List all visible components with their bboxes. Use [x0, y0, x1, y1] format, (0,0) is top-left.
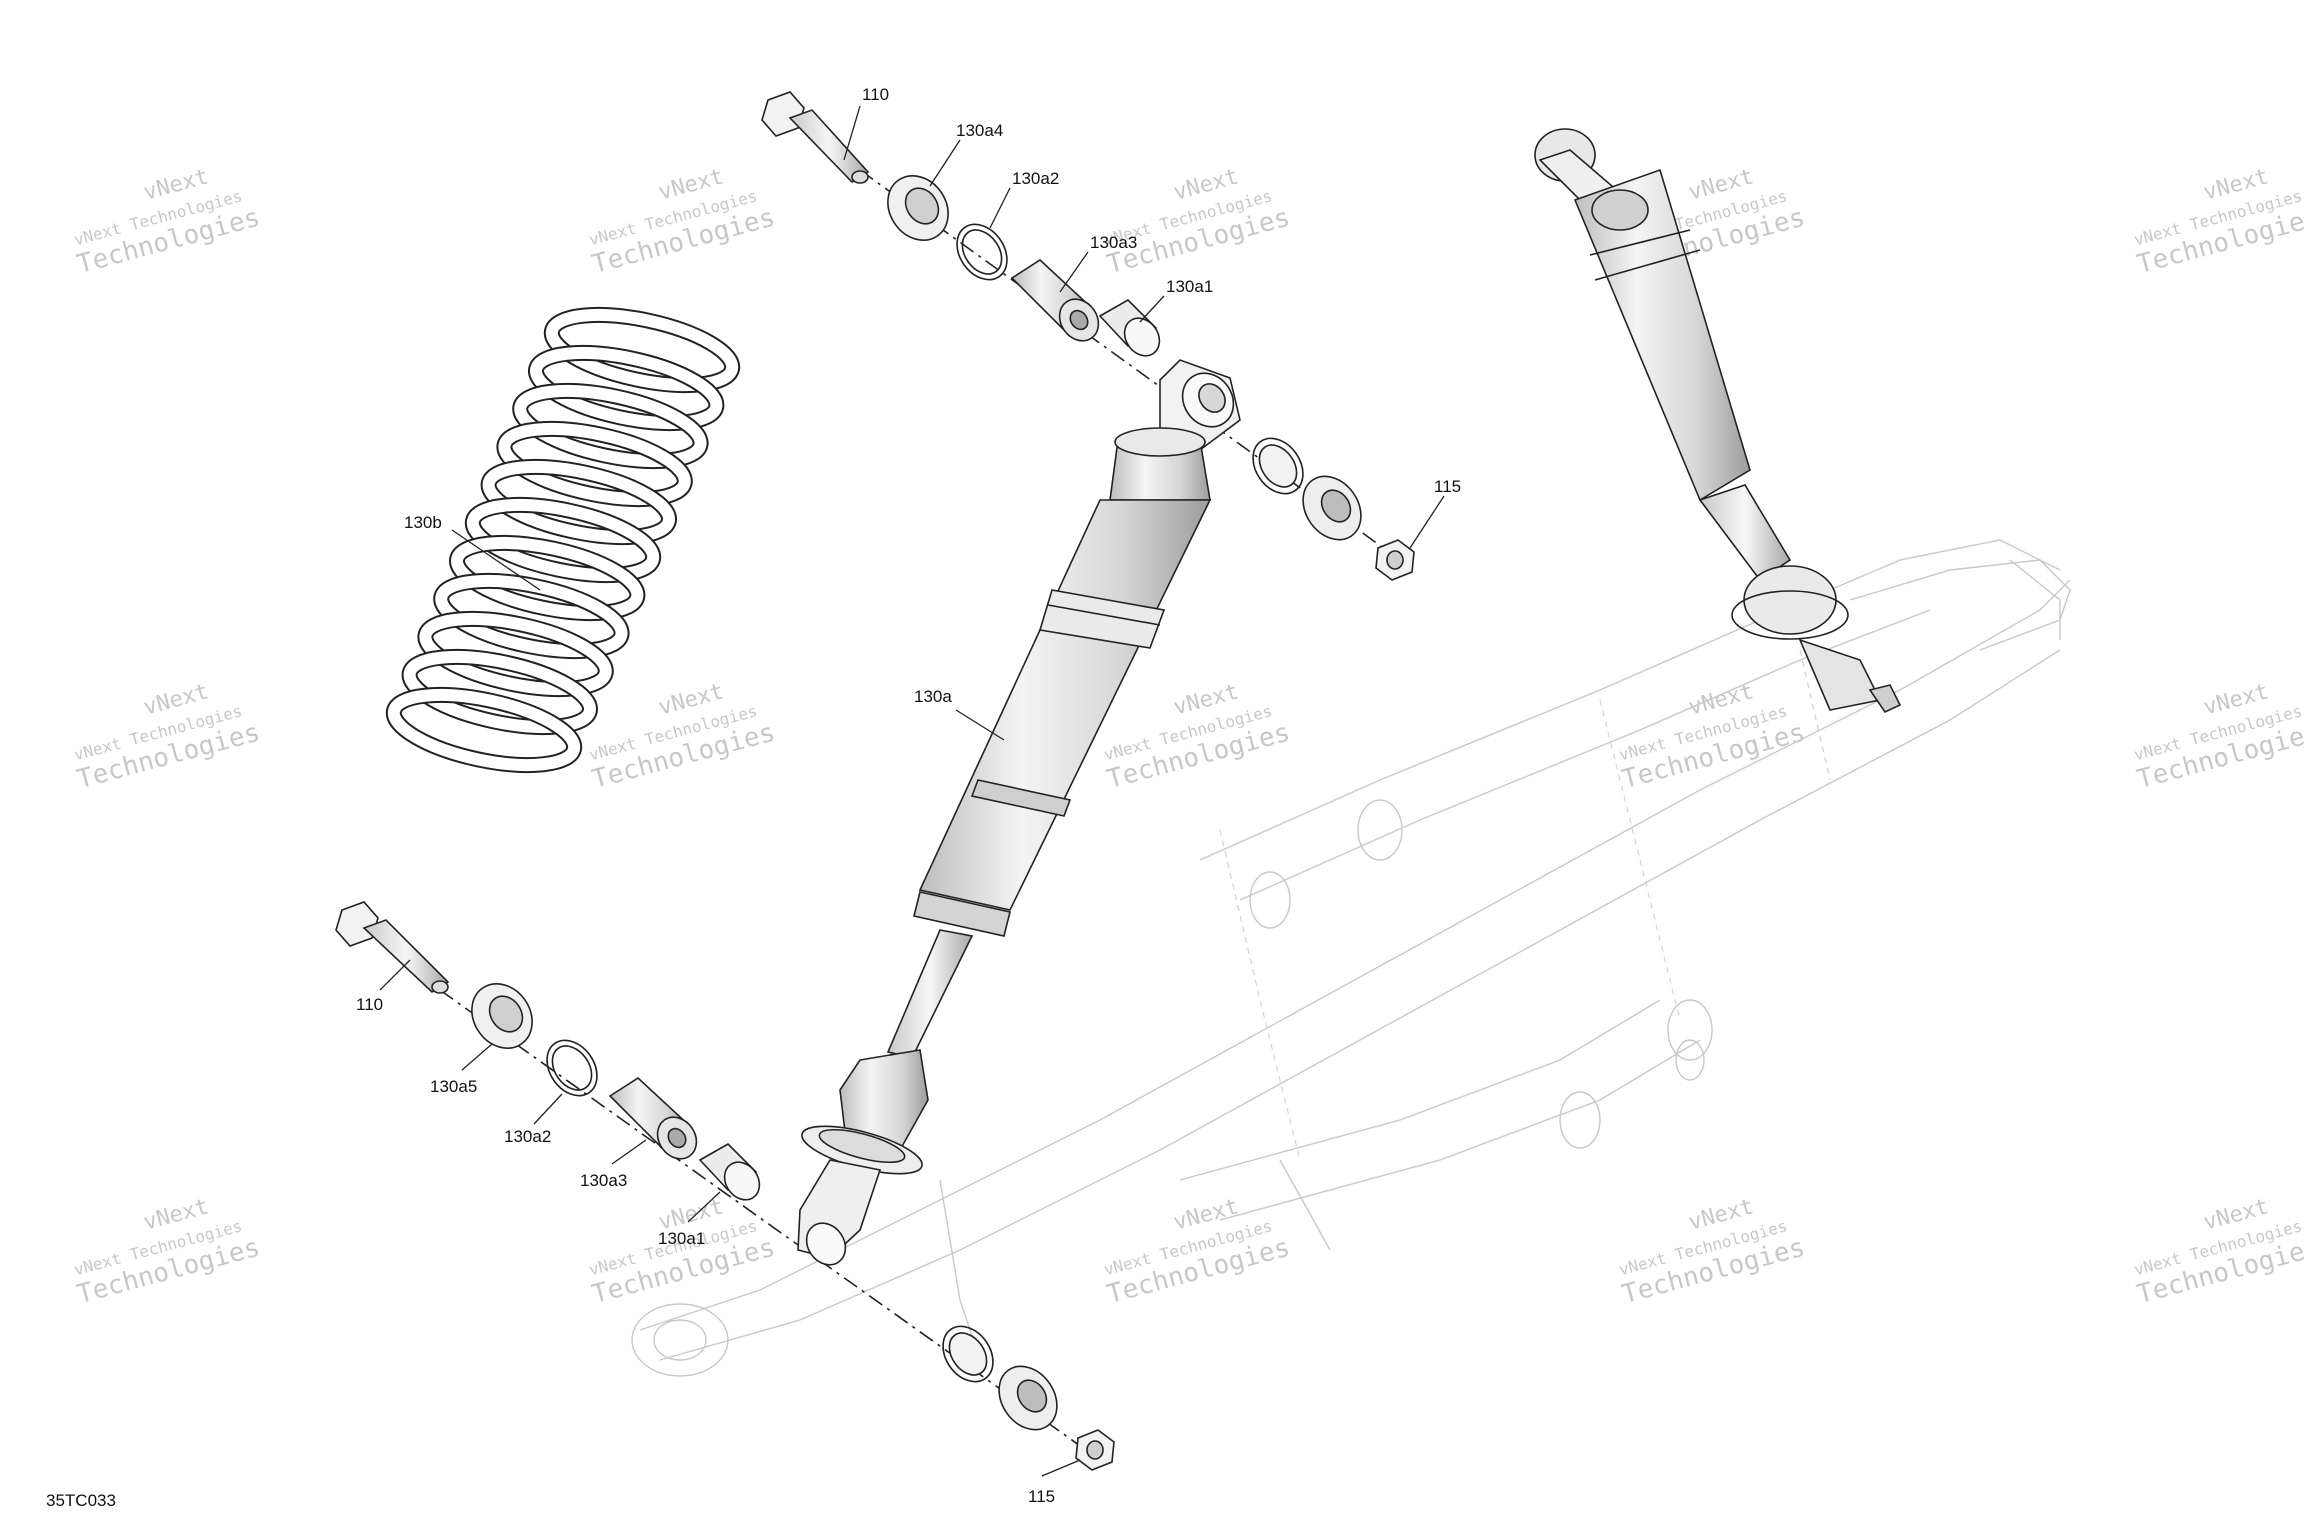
spring-coil-face [419, 612, 612, 696]
top-bolt-110 [761, 91, 870, 184]
spring-coil-face [387, 688, 581, 772]
callout-bearing-bottom: 130a1 [658, 1229, 705, 1248]
spring-coil-face [435, 574, 628, 658]
shock-absorber-130a [797, 359, 1241, 1266]
bottom-outer-bearing [998, 1365, 1058, 1431]
spring-coil-face [514, 384, 707, 468]
top-washer-130a2 [956, 223, 1008, 281]
bottom-bearing-130a1 [698, 1143, 761, 1201]
spring-coil-face [545, 308, 739, 392]
bottom-seal-ring [942, 1325, 994, 1383]
spring-coil-face [482, 460, 676, 544]
callout-spacer-top: 130a3 [1090, 233, 1137, 252]
callout-bearing-top: 130a1 [1166, 277, 1213, 296]
callout-nut-top: 115 [1434, 477, 1461, 496]
top-bearing-130a1 [1098, 299, 1161, 357]
spring-coil-face [466, 498, 660, 582]
leader-lines [379, 105, 1445, 1477]
callout-bushing-cap-top: 130a4 [956, 121, 1003, 140]
top-bushing-cap-130a4 [887, 175, 949, 241]
callout-spring: 130b [404, 513, 442, 532]
bottom-spacer-130a3 [608, 1076, 698, 1160]
spring-coil-face [498, 422, 691, 506]
top-spacer-130a3 [1010, 258, 1100, 342]
bottom-nut-115 [1075, 1429, 1115, 1471]
callout-nut-bottom: 115 [1028, 1487, 1055, 1506]
bottom-washer-130a2 [546, 1039, 598, 1097]
bottom-assembly-axis [439, 989, 1101, 1461]
top-seal-ring [1252, 437, 1304, 495]
spring-coil-face [450, 536, 644, 620]
top-outer-bearing [1302, 475, 1362, 541]
callout-shock-body: 130a [914, 687, 952, 706]
coil-spring [385, 306, 741, 774]
callout-bushing-cap-bottom: 130a5 [430, 1077, 477, 1096]
assembled-shock-context [1534, 128, 1902, 714]
callout-spacer-bottom: 130a3 [580, 1171, 627, 1190]
callout-bolt-bottom: 110 [356, 995, 383, 1014]
callout-bolt-top: 110 [862, 85, 889, 104]
bottom-bushing-cap-130a5 [471, 983, 533, 1049]
top-nut-115 [1375, 539, 1415, 581]
bottom-bolt-110 [335, 901, 450, 994]
callout-washer-top: 130a2 [1012, 169, 1059, 188]
top-assembly-axis [859, 169, 1401, 561]
spring-coil-face [403, 650, 597, 734]
callout-washer-bottom: 130a2 [504, 1127, 551, 1146]
drawing-id: 35TC033 [46, 1491, 116, 1510]
spring-coil-face [529, 346, 723, 430]
callout-labels: 110 130a4 130a2 130a3 130a1 115 130b 130… [356, 85, 1461, 1506]
